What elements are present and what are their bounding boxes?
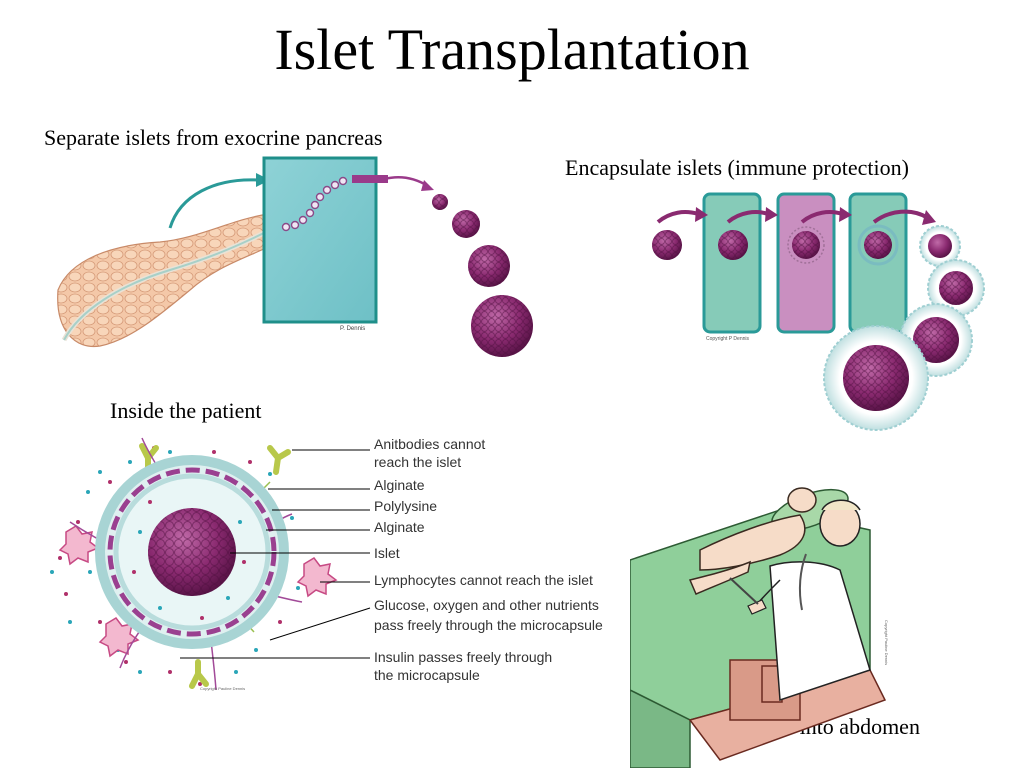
label-glucose-1: Glucose, oxygen and other nutrients [374, 597, 599, 613]
lymphocytes [58, 525, 338, 658]
polylysine-layer [107, 467, 277, 637]
islet-chain [281, 176, 348, 232]
credit-encapsulate: Copyright P Dennis [706, 336, 749, 342]
label-lymphocytes: Lymphocytes cannot reach the islet [374, 572, 593, 588]
caption-inside: Inside the patient [110, 398, 262, 423]
label-alginate-inner: Alginate [374, 519, 425, 535]
label-glucose-2: pass freely through the microcapsule [374, 617, 603, 633]
microcapsule-labels: Anitbodies cannot reach the islet Algina… [374, 436, 603, 683]
caption-separate: Separate islets from exocrine pancreas [44, 125, 383, 150]
credit-separate: P. Dennis [340, 326, 365, 332]
slide-title: Islet Transplantation [274, 17, 750, 82]
label-antibodies-1: Anitbodies cannot [374, 436, 485, 452]
islet-series [432, 194, 533, 357]
microcapsule-diagram: Anitbodies cannot reach the islet Algina… [50, 436, 603, 691]
encapsulate-illustration: Copyright P Dennis [652, 192, 985, 431]
label-antibodies-2: reach the islet [374, 454, 461, 470]
alginate-bath-1 [702, 192, 762, 334]
transfer-arrow [168, 178, 259, 229]
credit-inside: Copyright Pauline Dennis [200, 686, 245, 691]
separate-islets-illustration: P. Dennis [57, 156, 533, 357]
label-polylysine: Polylysine [374, 498, 437, 514]
leader-lines [180, 449, 371, 659]
patient [688, 487, 817, 595]
label-alginate-outer: Alginate [374, 477, 425, 493]
capsule-series [823, 225, 985, 431]
credit-inject: Copyright Pauline Dennis [884, 620, 889, 665]
pancreas [57, 213, 277, 348]
injection-illustration: Copyright Pauline Dennis [630, 487, 889, 768]
process-arrows [656, 209, 930, 224]
label-islet: Islet [374, 545, 400, 561]
label-insulin-2: the microcapsule [374, 667, 480, 683]
caption-encapsulate: Encapsulate islets (immune protection) [565, 155, 909, 180]
doctor [729, 499, 871, 702]
label-insulin-1: Insulin passes freely through [374, 649, 552, 665]
digestion-chamber [262, 156, 378, 324]
antibodies [139, 443, 291, 689]
